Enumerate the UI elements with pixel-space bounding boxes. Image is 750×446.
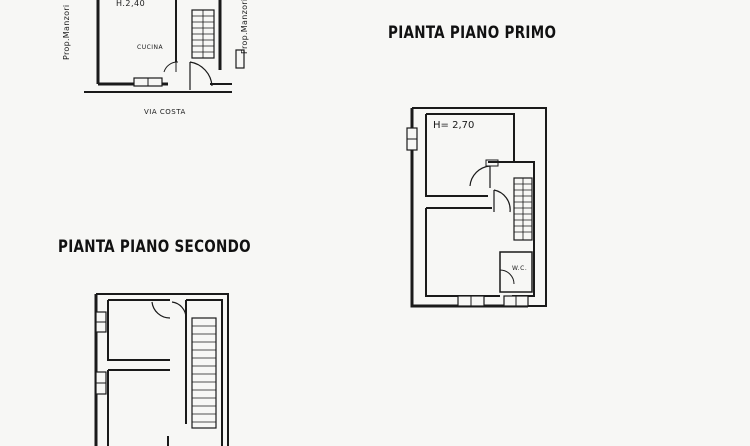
second-floor-plan bbox=[94, 293, 229, 446]
kitchen-room-label: CUCINA bbox=[137, 44, 164, 51]
ground-floor-plan bbox=[84, 0, 245, 93]
neighbor-left-label: Prop.Manzori bbox=[62, 4, 71, 60]
wc-label: W.C. bbox=[512, 265, 528, 272]
title-second-floor: PIANTA PIANO SECONDO bbox=[58, 235, 251, 257]
title-first-floor: PIANTA PIANO PRIMO bbox=[388, 21, 557, 43]
neighbor-right-label: Prop.Manzori bbox=[240, 0, 249, 54]
first-floor-height-label: H= 2,70 bbox=[433, 120, 475, 131]
street-label: VIA COSTA bbox=[144, 108, 186, 116]
first-floor-plan bbox=[406, 107, 547, 308]
ground-floor-height-label: H.2,40 bbox=[116, 0, 146, 8]
